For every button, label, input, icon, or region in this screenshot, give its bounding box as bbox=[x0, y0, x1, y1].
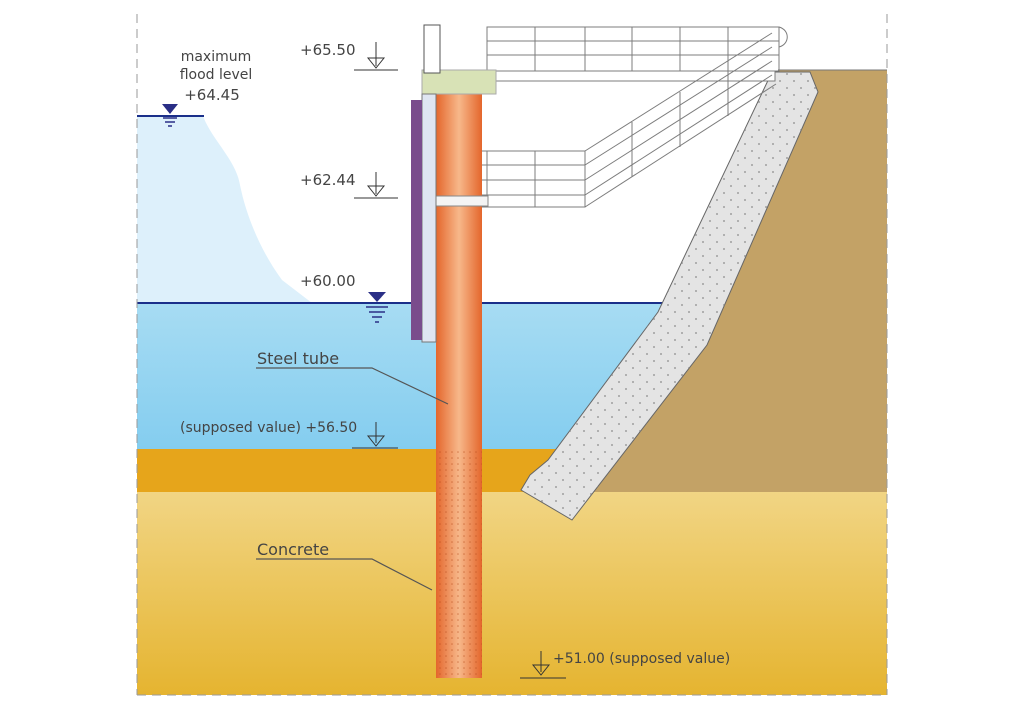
steel-tube-leader bbox=[256, 367, 449, 405]
mooring-post bbox=[423, 24, 441, 74]
top-level-value: +65.50 bbox=[300, 41, 356, 59]
elevation-tick-top bbox=[354, 42, 398, 71]
concrete-label: Concrete bbox=[257, 540, 329, 559]
flood-water-zone bbox=[137, 116, 312, 303]
fender-panel bbox=[411, 93, 437, 343]
ramp-railing bbox=[584, 32, 777, 208]
elevation-tick-deck bbox=[354, 172, 398, 199]
pile-cap bbox=[421, 24, 497, 95]
deck-bracket bbox=[429, 195, 489, 207]
flood-level-marker bbox=[137, 104, 204, 127]
flood-caption-line-2: flood level bbox=[180, 67, 253, 83]
concrete-fill bbox=[436, 449, 482, 678]
elevation-tick-seabed bbox=[352, 422, 398, 449]
pile-tip-level-value: +51.00 (supposed value) bbox=[553, 651, 730, 667]
water-level-marker bbox=[366, 292, 388, 323]
steel-tube-pile bbox=[429, 90, 489, 678]
revetment bbox=[520, 71, 819, 521]
seabed-level-value: (supposed value) +56.50 bbox=[180, 420, 357, 436]
steel-tube-label: Steel tube bbox=[257, 349, 339, 368]
flood-caption-line-1: maximum bbox=[181, 49, 252, 65]
water-level-value: +60.00 bbox=[300, 272, 356, 290]
flood-level-value: +64.45 bbox=[184, 86, 240, 104]
concrete-leader bbox=[256, 558, 433, 591]
deck-level-value: +62.44 bbox=[300, 171, 356, 189]
upper-walkway-railing bbox=[486, 26, 788, 82]
elevation-tick-pile-tip bbox=[520, 651, 566, 679]
